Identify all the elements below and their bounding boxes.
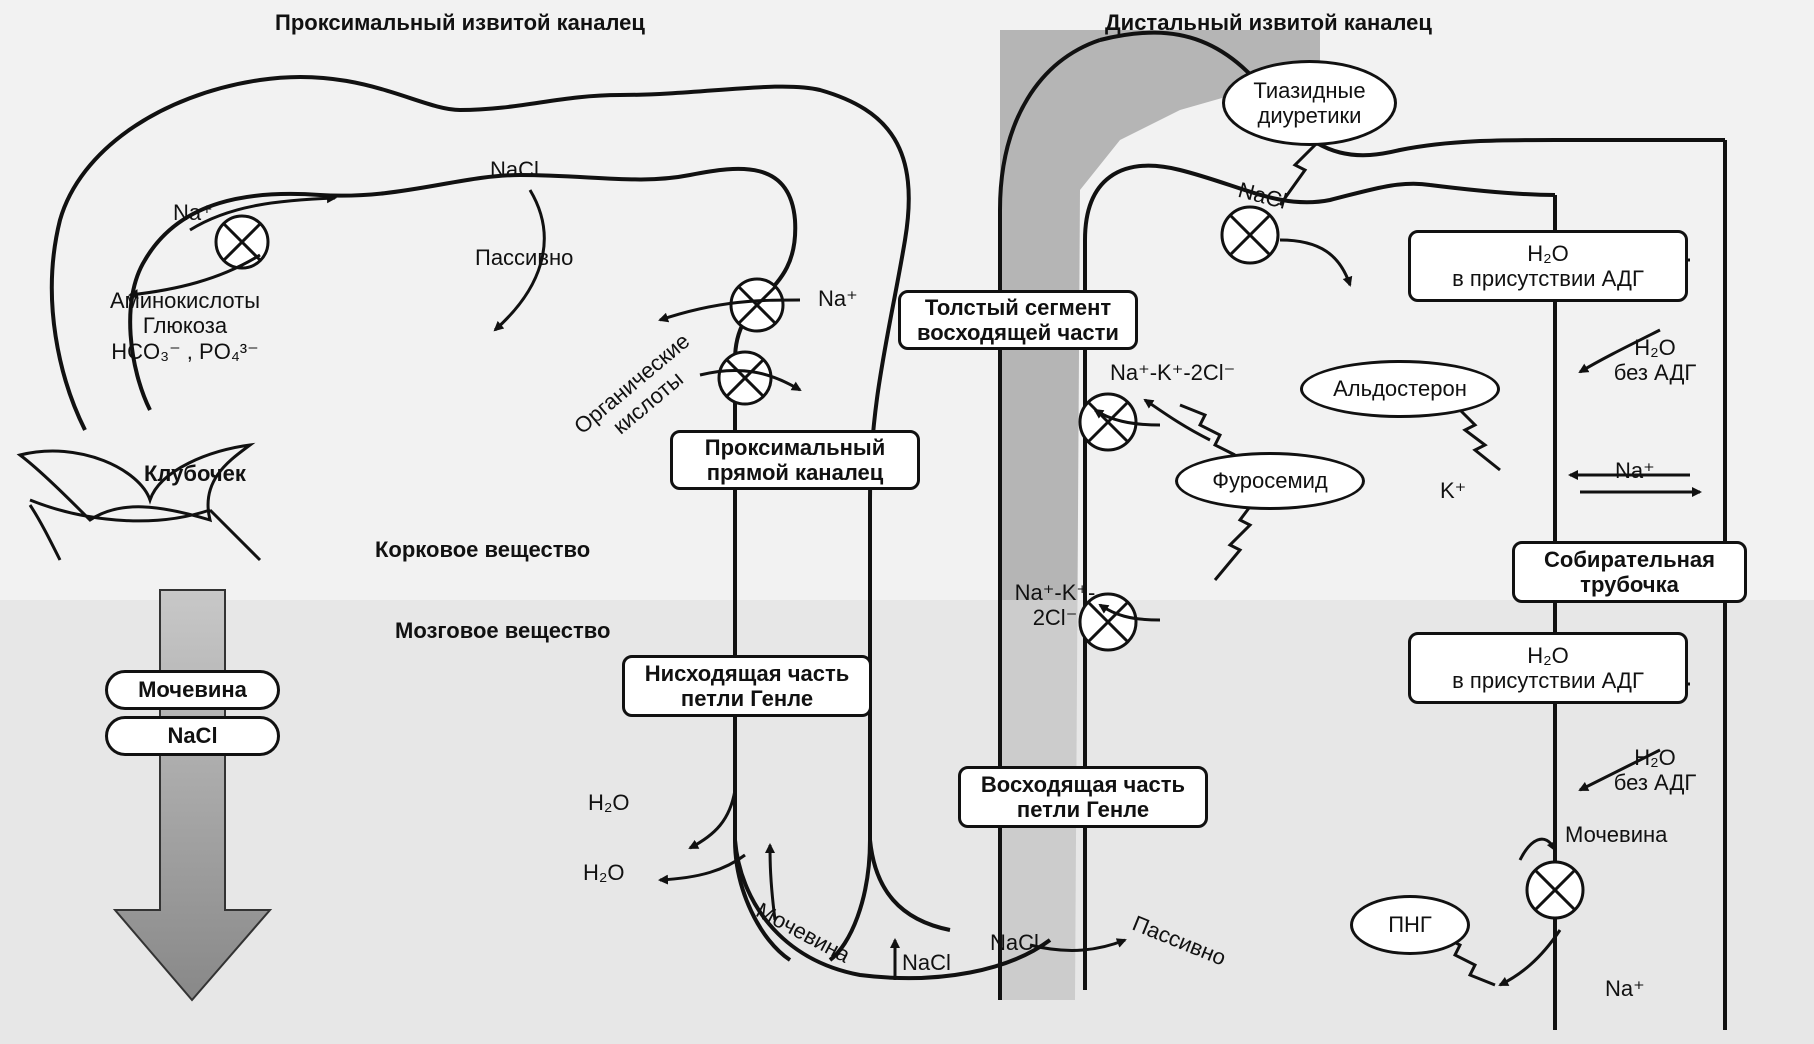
k-plus-collecting-label: K⁺: [1440, 478, 1466, 503]
cortex-label: Корковое вещество: [375, 537, 590, 562]
nacl-label: NaCl: [490, 157, 539, 182]
h2o-adh-2-h2o: H₂O: [1527, 643, 1569, 668]
reabsorbed-substances-label: Аминокислоты Глюкоза HCO₃⁻ , PO₄³⁻: [70, 288, 300, 364]
glucose-label: Глюкоза: [70, 313, 300, 338]
thick-ascending-box: Толстый сегмент восходящей части: [898, 290, 1138, 350]
urea-box: Мочевина: [105, 670, 280, 710]
ascending-loop-text: Восходящая часть петли Генле: [961, 772, 1205, 823]
transporter-1: [216, 216, 268, 268]
proximal-straight-text: Проксимальный прямой каналец: [673, 435, 917, 486]
nkcc-bottom-label: Na⁺-K⁺- 2Cl⁻: [1005, 580, 1105, 631]
h2o-adh-1-h2o: H₂O: [1527, 241, 1569, 266]
nacl-bottom-label: NaCl: [902, 950, 951, 975]
png-ellipse: ПНГ: [1350, 895, 1470, 955]
transporter-7: [1527, 862, 1583, 918]
h2o-adh-box-2: H₂O в присутствии АДГ: [1408, 632, 1688, 704]
aldosterone-zigzag: [1460, 410, 1500, 470]
collecting-duct-box: Собирательная трубочка: [1512, 541, 1747, 603]
header-distal: Дистальный извитой каналец: [1105, 10, 1432, 35]
glomerulus-label: Клубочек: [144, 461, 246, 486]
na-plus-label-2: Na⁺: [818, 286, 858, 311]
na-plus-label-1: Na⁺: [173, 200, 213, 225]
collecting-duct-text: Собирательная трубочка: [1515, 547, 1744, 598]
h2o-noadh-1-text: без АДГ: [1600, 360, 1710, 385]
descending-loop-text: Нисходящая часть петли Генле: [625, 661, 869, 712]
furosemide-inhibition-zigzag-top: [1180, 405, 1235, 455]
arrow-nkcc-furosemide-top: [1145, 400, 1210, 440]
thiazide-diuretics-ellipse: Тиазидные диуретики: [1222, 60, 1397, 146]
amino-acids-label: Аминокислоты: [70, 288, 300, 313]
h2o-noadh-2-text: без АДГ: [1600, 770, 1710, 795]
nacl-box: NaCl: [105, 716, 280, 756]
header-proximal: Проксимальный извитой каналец: [275, 10, 645, 35]
urea-collecting-label: Мочевина: [1565, 822, 1667, 847]
h2o-adh-1-text: в присутствии АДГ: [1452, 266, 1644, 291]
nacl-box-text: NaCl: [167, 723, 217, 748]
h2o-noadh-1-label: H₂O без АДГ: [1600, 335, 1710, 386]
h2o-adh-box-1: H₂O в присутствии АДГ: [1408, 230, 1688, 302]
transporter-2: [731, 279, 783, 331]
na-plus-bottom-label: Na⁺: [1605, 976, 1645, 1001]
nkcc-bottom-line-1: Na⁺-K⁺-: [1005, 580, 1105, 605]
furosemide-ellipse: Фуросемид: [1175, 452, 1365, 510]
aldosterone-ellipse: Альдостерон: [1300, 360, 1500, 418]
h2o-noadh-2-label: H₂O без АДГ: [1600, 745, 1710, 796]
thick-ascending-text: Толстый сегмент восходящей части: [901, 295, 1135, 346]
h2o-label-2: H₂O: [583, 860, 625, 885]
passive-label: Пассивно: [475, 245, 573, 270]
aldosterone-text: Альдостерон: [1333, 376, 1467, 401]
furosemide-text: Фуросемид: [1212, 468, 1327, 493]
thiazide-diuretics-text: Тиазидные диуретики: [1225, 78, 1394, 129]
ascending-loop-box: Восходящая часть петли Генле: [958, 766, 1208, 828]
h2o-adh-2-text: в присутствии АДГ: [1452, 668, 1644, 693]
glomerulus-vessel-2: [30, 505, 60, 560]
nkcc-bottom-line-2: 2Cl⁻: [1005, 605, 1105, 630]
urea-box-text: Мочевина: [138, 677, 247, 702]
glomerulus-vessel-3: [210, 510, 260, 560]
glomerulus-vessel-1: [30, 500, 210, 521]
arrow-distal-nacl: [1280, 240, 1350, 285]
medulla-label: Мозговое вещество: [395, 618, 610, 643]
transporter-4: [1222, 207, 1278, 263]
proximal-straight-box: Проксимальный прямой каналец: [670, 430, 920, 490]
bicarbonate-phosphate-label: HCO₃⁻ , PO₄³⁻: [70, 339, 300, 364]
h2o-label-1: H₂O: [588, 790, 630, 815]
h2o-noadh-2-h2o: H₂O: [1600, 745, 1710, 770]
transporter-3: [719, 352, 771, 404]
png-text: ПНГ: [1388, 912, 1432, 937]
nkcc-top-label: Na⁺-K⁺-2Cl⁻: [1110, 360, 1235, 385]
descending-loop-box: Нисходящая часть петли Генле: [622, 655, 872, 717]
h2o-noadh-1-h2o: H₂O: [1600, 335, 1710, 360]
furosemide-inhibition-zigzag-bottom: [1215, 500, 1255, 580]
na-plus-collecting-label: Na⁺: [1615, 458, 1655, 483]
nacl-distal-bottom-label: NaCl: [990, 930, 1039, 955]
